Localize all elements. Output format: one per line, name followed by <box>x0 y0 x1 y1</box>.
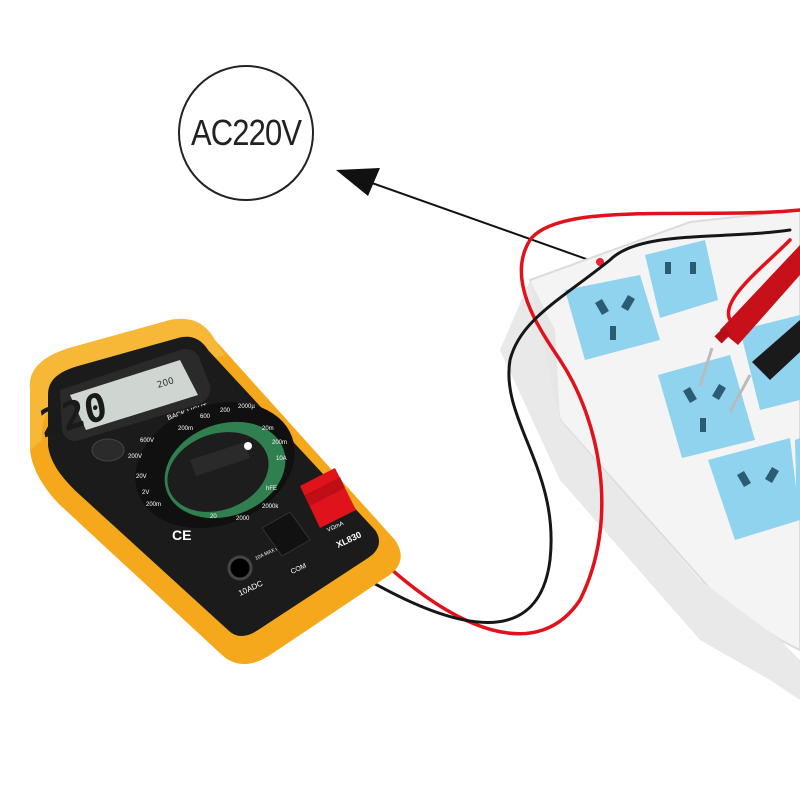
socket <box>565 275 660 360</box>
svg-text:200m: 200m <box>272 440 287 446</box>
svg-text:2000µ: 2000µ <box>238 404 255 410</box>
multimeter: 220 200 BACK LIGHT 600V 200V 20V 2V 200m… <box>29 318 401 664</box>
svg-text:20V: 20V <box>136 474 147 480</box>
ce-mark: CE <box>172 527 191 543</box>
backlight-button[interactable] <box>91 438 125 462</box>
svg-text:200V: 200V <box>128 454 142 460</box>
test-lead-wires <box>318 208 800 636</box>
black-plug <box>261 511 311 557</box>
red-probe <box>698 245 800 387</box>
svg-text:hFE: hFE <box>266 486 277 492</box>
svg-text:200m: 200m <box>178 426 193 432</box>
socket <box>708 438 800 540</box>
rotary-dial[interactable] <box>117 381 312 550</box>
red-plug <box>300 468 356 528</box>
svg-text:600: 600 <box>200 414 211 420</box>
voltage-callout-label: AC220V <box>190 112 302 153</box>
voltage-callout: AC220V <box>178 65 314 201</box>
power-strip <box>500 208 800 700</box>
svg-text:10A: 10A <box>276 456 287 462</box>
black-probe <box>728 320 800 413</box>
svg-text:2V: 2V <box>142 490 149 496</box>
range-labels: 600V 200V 20V 2V 200m 200m 2000µ 20m 200… <box>128 404 287 522</box>
lcd-range: 200 <box>156 376 176 391</box>
socket <box>795 438 800 520</box>
svg-text:200m: 200m <box>146 502 161 508</box>
svg-text:20: 20 <box>210 514 217 520</box>
jack-10a[interactable] <box>227 555 253 581</box>
svg-text:200: 200 <box>220 408 231 414</box>
svg-text:2000: 2000 <box>236 516 250 522</box>
svg-text:2000k: 2000k <box>262 504 279 510</box>
socket <box>645 240 718 318</box>
svg-text:600V: 600V <box>140 438 154 444</box>
svg-text:20m: 20m <box>262 426 274 432</box>
socket <box>658 355 755 458</box>
